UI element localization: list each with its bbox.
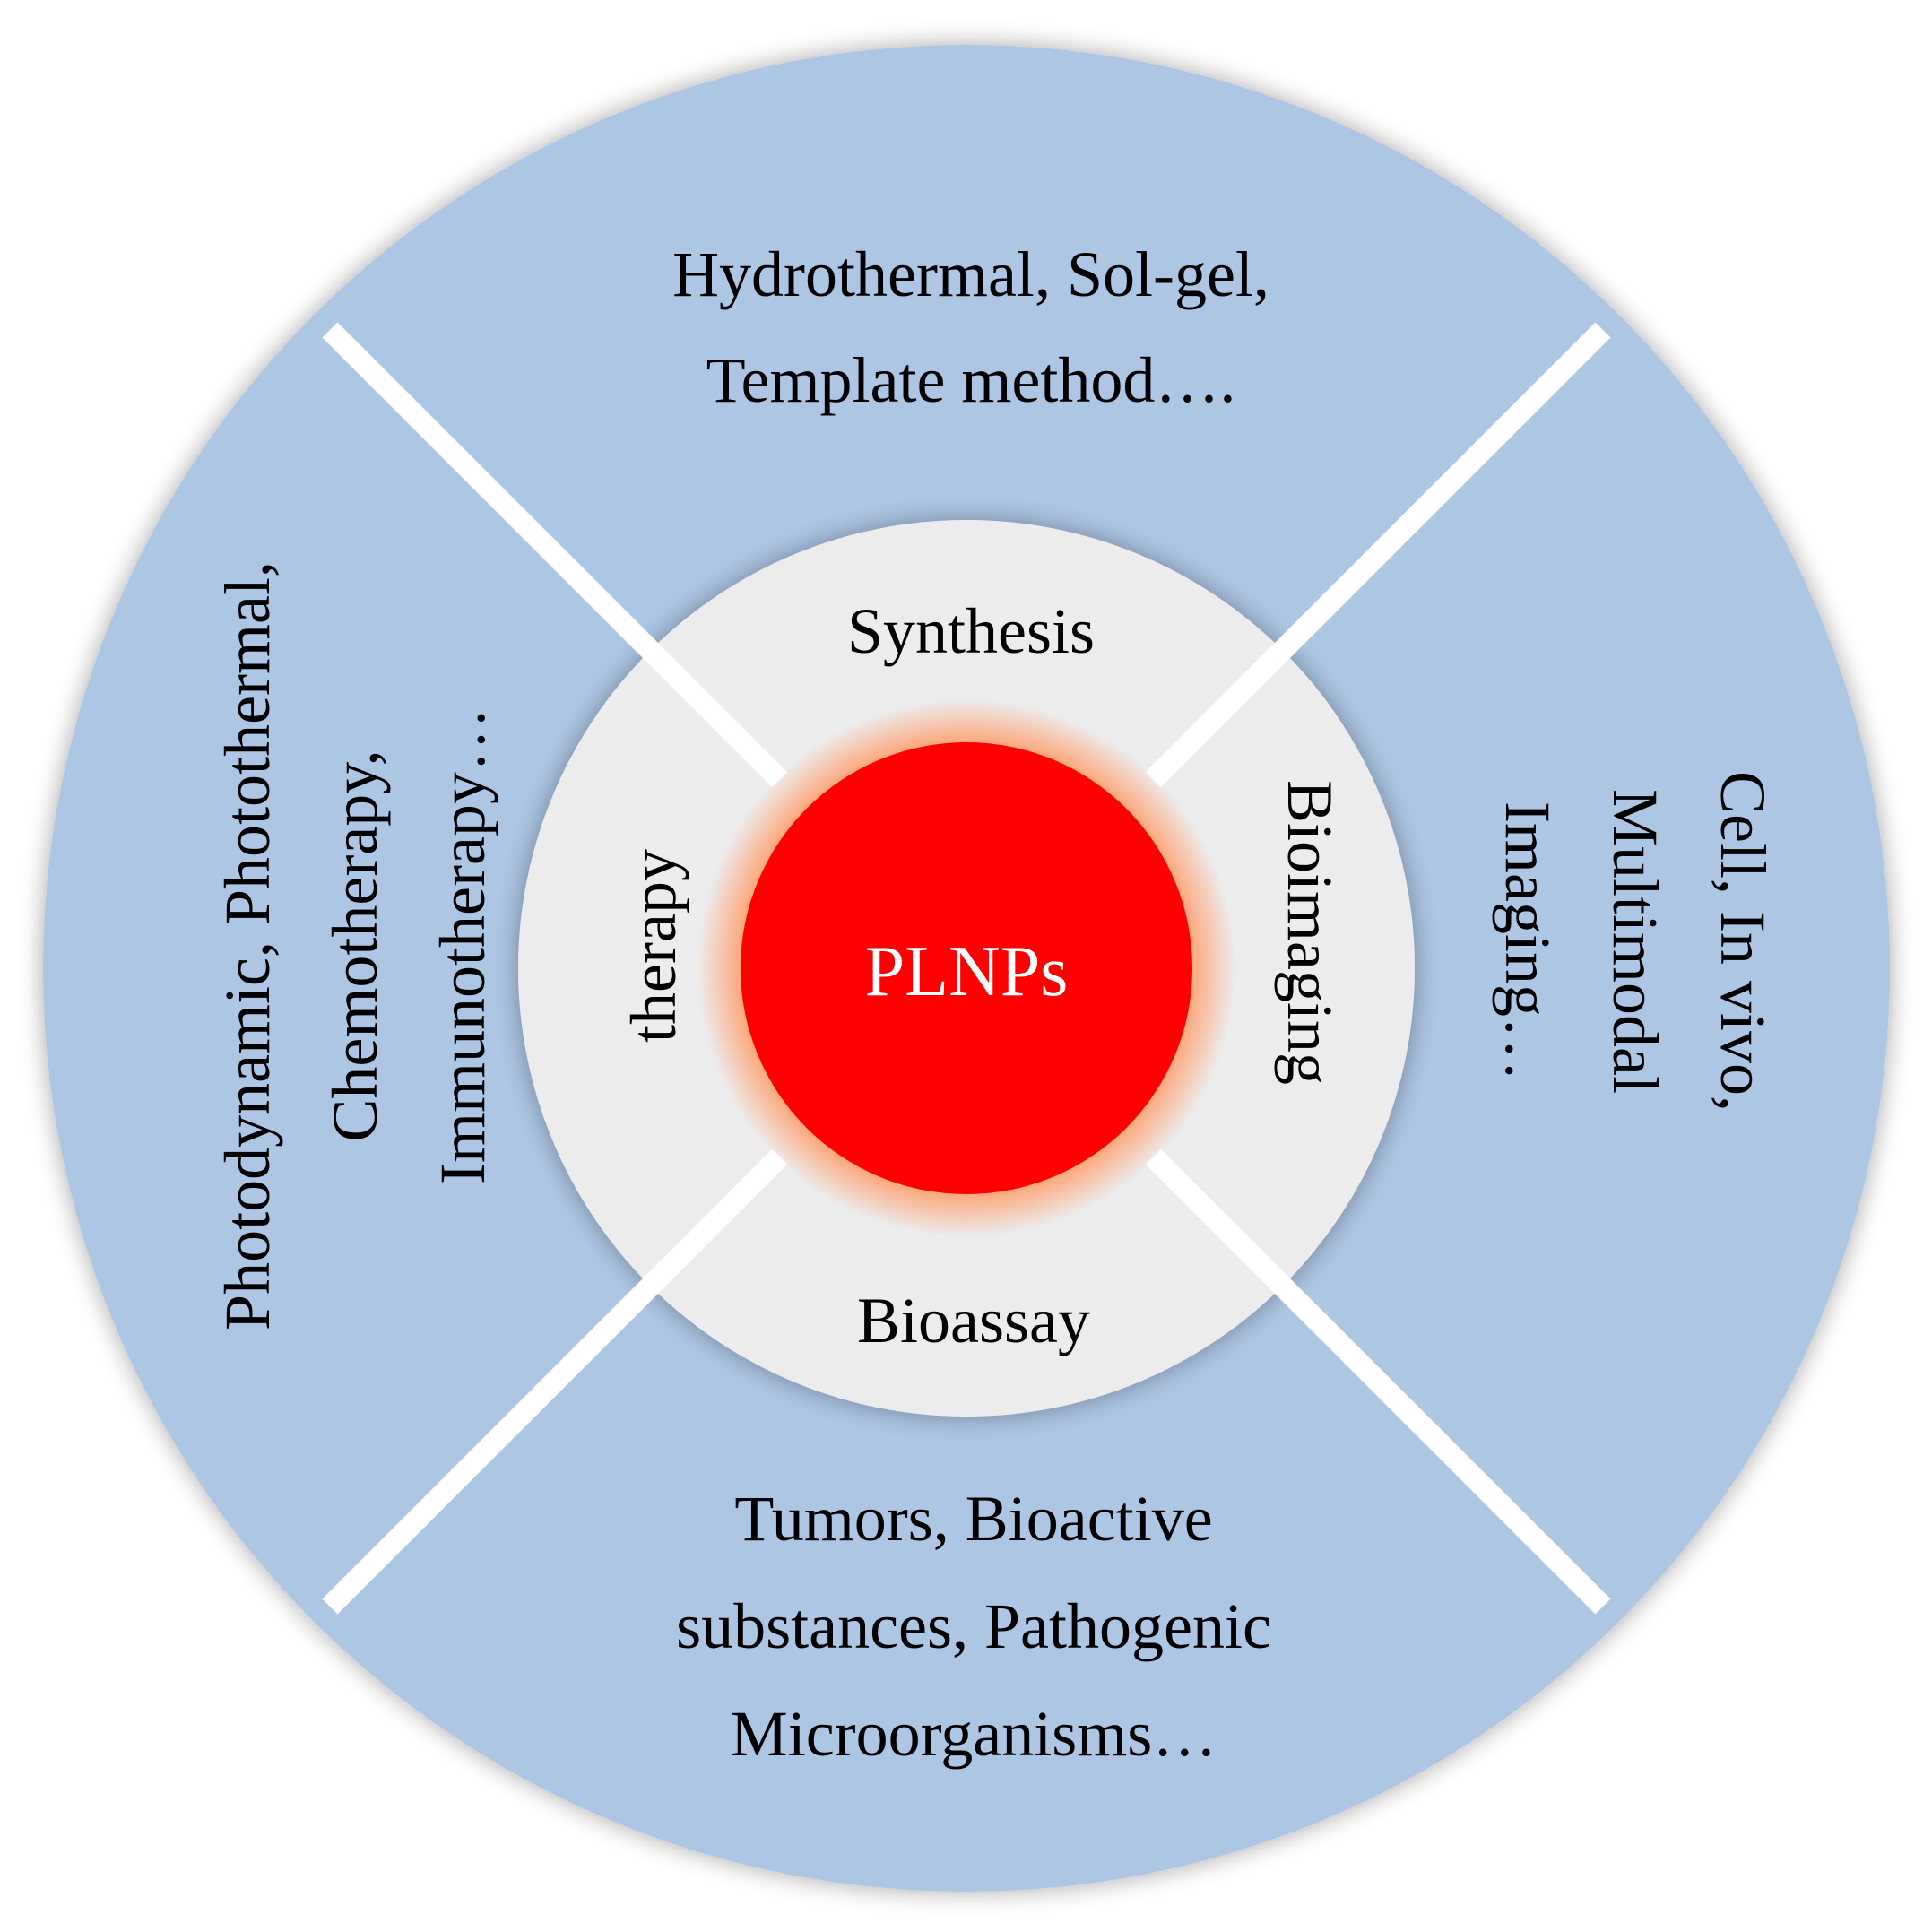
center-core xyxy=(741,742,1192,1194)
outer-right-block: Cell, In vivo, Multimodal Imaging… xyxy=(1492,771,1779,1112)
outer-top-block: Hydrothermal, Sol-gel, Template method…. xyxy=(672,238,1269,416)
outer-left-block: Photodynamic, Photothermal, Chemotherapy… xyxy=(212,561,498,1330)
outer-right-line-2: Multimodal xyxy=(1599,789,1671,1094)
divider-bottom-left xyxy=(322,1148,788,1615)
divider-bottom-right xyxy=(1145,1148,1611,1615)
divider-top-left xyxy=(322,322,788,788)
outer-bottom-block: Tumors, Bioactive substances, Pathogenic… xyxy=(676,1483,1271,1770)
outer-top-line-2: Template method…. xyxy=(706,344,1236,416)
inner-label-bioimaging: Bioimaging xyxy=(1274,780,1346,1085)
divider-top-right xyxy=(1145,322,1611,788)
outer-right-line-3: Imaging… xyxy=(1492,801,1564,1081)
center-label: PLNPs xyxy=(865,932,1069,1011)
outer-bottom-line-2: substances, Pathogenic xyxy=(676,1590,1271,1662)
outer-bottom-line-1: Tumors, Bioactive xyxy=(734,1483,1212,1555)
inner-label-synthesis: Synthesis xyxy=(847,595,1095,667)
outer-left-line-3: Immunotherapy… xyxy=(427,707,498,1184)
outer-left-line-2: Chemotherapy, xyxy=(319,749,391,1141)
outer-bottom-line-3: Microorganisms… xyxy=(731,1698,1217,1770)
quadrant-dividers xyxy=(322,322,1611,1615)
inner-label-therapy: therapy xyxy=(618,849,689,1043)
outer-left-line-1: Photodynamic, Photothermal, xyxy=(212,561,283,1330)
inner-label-bioassay: Bioassay xyxy=(857,1285,1090,1356)
outer-top-line-1: Hydrothermal, Sol-gel, xyxy=(672,238,1269,310)
outer-right-line-1: Cell, In vivo, xyxy=(1707,771,1779,1112)
